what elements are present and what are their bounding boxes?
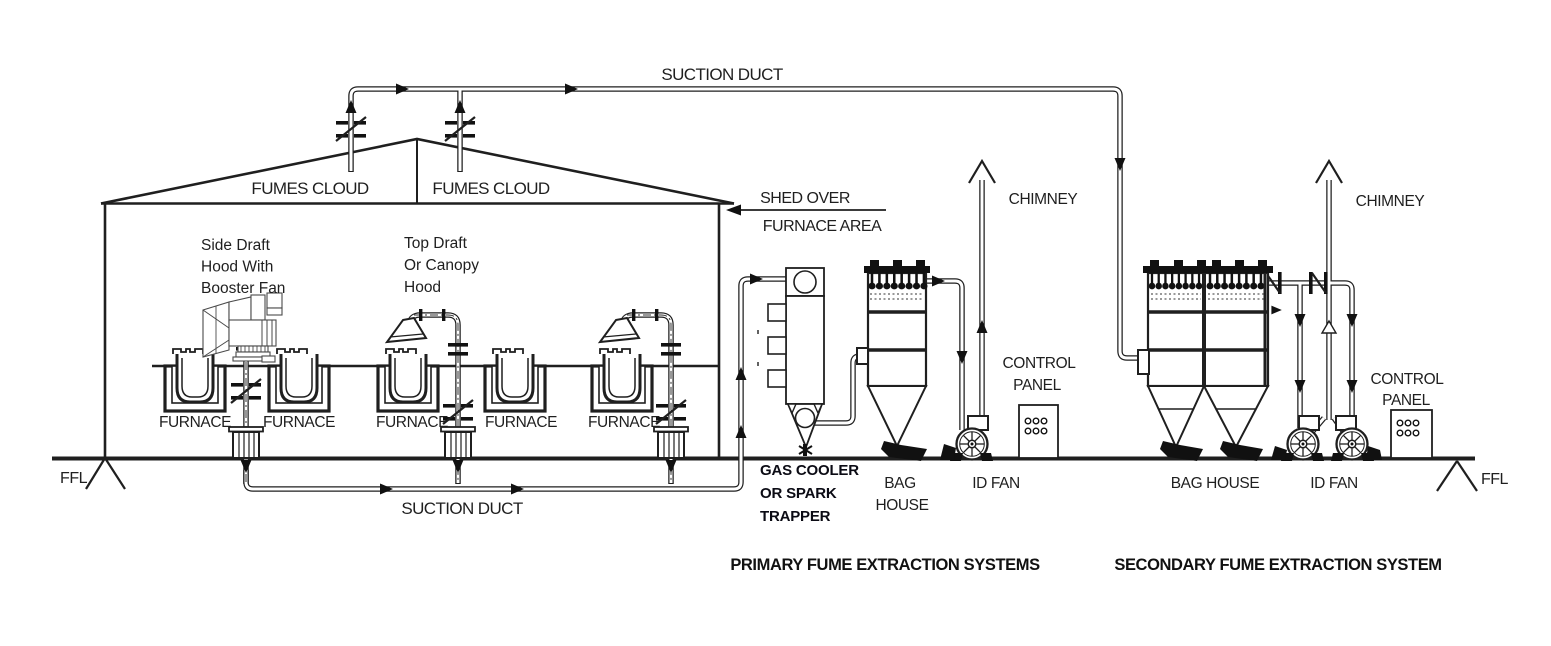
flow-marker-triangle [1320, 319, 1338, 334]
label-fumes-cloud-right: FUMES CLOUD [432, 179, 549, 198]
chimney-primary-outline [968, 158, 996, 184]
bag-house-primary-inlet [856, 347, 869, 365]
label-side-draft-1: Side Draft [201, 237, 271, 254]
label-title-primary: PRIMARY FUME EXTRACTION SYSTEMS [730, 556, 1040, 574]
bag-house-secondary-inlet [1137, 349, 1150, 375]
label-bag-house-primary-1: BAG [884, 475, 916, 492]
label-control-secondary-1: CONTROL [1371, 371, 1445, 388]
canopy-hood-2 [597, 316, 641, 344]
label-top-draft-3: Hood [404, 279, 441, 296]
label-suction-duct-top: SUCTION DUCT [661, 65, 782, 84]
label-gas-cooler-1: GAS COOLER [760, 462, 859, 479]
label-furnace-4: FURNACE [485, 414, 557, 431]
side-draft-hood-booster-fan [202, 292, 283, 363]
shed-over-pointer [726, 204, 886, 216]
rotary-valve-icon [798, 444, 813, 456]
label-gas-cooler-3: TRAPPER [760, 508, 831, 525]
bag-house-secondary [1137, 260, 1273, 461]
dampers-and-joints [228, 115, 1329, 459]
dust-pile [881, 441, 927, 461]
label-bag-house-primary-2: HOUSE [875, 497, 928, 514]
label-ffl-right: FFL [1481, 471, 1509, 488]
label-bag-house-secondary: BAG HOUSE [1171, 475, 1260, 492]
furnace-2 [267, 347, 331, 413]
label-ffl-left: FFL [60, 470, 88, 487]
label-fumes-cloud-left: FUMES CLOUD [251, 179, 368, 198]
id-fan-primary-icon [948, 414, 995, 463]
gas-cooler [757, 267, 825, 456]
outlet-damper-2 [1307, 270, 1329, 296]
control-panel-primary [1018, 404, 1059, 459]
label-suction-duct-bottom: SUCTION DUCT [401, 499, 522, 518]
dust-pile [1220, 441, 1263, 461]
label-furnace-3: FURNACE [376, 414, 448, 431]
label-title-secondary: SECONDARY FUME EXTRACTION SYSTEM [1114, 556, 1441, 574]
furnace-4 [483, 347, 547, 413]
label-id-fan-primary: ID FAN [972, 475, 1020, 492]
ffl-mark-left [85, 457, 126, 490]
label-gas-cooler-2: OR SPARK [760, 485, 837, 502]
furnace-3 [376, 347, 440, 413]
left-arrow-icon [726, 204, 741, 216]
furnace-5 [590, 347, 654, 413]
control-panel-secondary [1390, 409, 1433, 459]
flex-connector-1 [228, 426, 264, 459]
label-shed-over-1: SHED OVER [760, 190, 850, 207]
canopy-hood-1 [384, 316, 428, 344]
label-furnace-2: FURNACE [263, 414, 335, 431]
label-control-secondary-2: PANEL [1382, 392, 1430, 409]
label-control-primary-2: PANEL [1013, 377, 1061, 394]
label-chimney-secondary: CHIMNEY [1356, 193, 1425, 210]
chimney-secondary-outline [1315, 158, 1343, 334]
flex-connector-2 [440, 426, 476, 459]
label-id-fan-secondary: ID FAN [1310, 475, 1358, 492]
label-shed-over-2: FURNACE AREA [763, 218, 882, 235]
flex-connector-3 [653, 426, 689, 459]
label-side-draft-2: Hood With [201, 259, 273, 276]
label-furnace-1: FURNACE [159, 414, 231, 431]
label-furnace-5: FURNACE [588, 414, 660, 431]
id-fan-secondary-1-icon [1279, 414, 1326, 463]
dust-pile [1160, 441, 1203, 461]
label-top-draft-1: Top Draft [404, 235, 468, 252]
ffl-mark-right [1436, 460, 1478, 492]
label-side-draft-3: Booster Fan [201, 280, 285, 297]
furnace-1 [163, 347, 227, 413]
label-chimney-primary: CHIMNEY [1009, 191, 1078, 208]
bag-house-primary [856, 260, 930, 461]
label-control-primary-1: CONTROL [1003, 355, 1077, 372]
label-top-draft-2: Or Canopy [404, 257, 479, 274]
text-labels: SUCTION DUCT FUMES CLOUD FUMES CLOUD Sid… [60, 65, 1509, 574]
